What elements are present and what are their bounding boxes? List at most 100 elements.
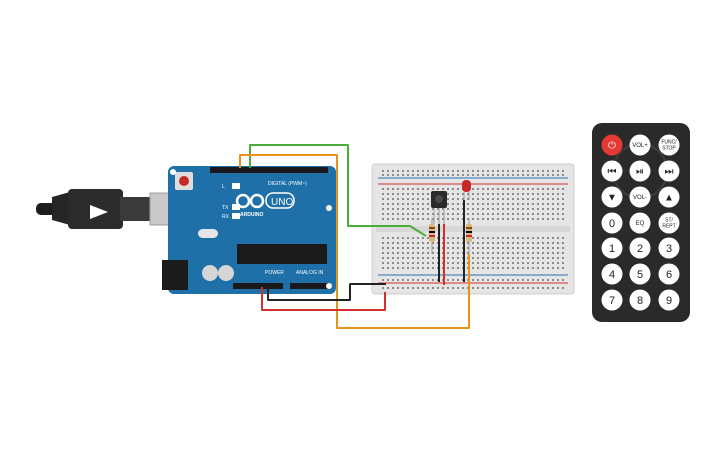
breadboard-hole[interactable] xyxy=(477,193,479,195)
breadboard-hole[interactable] xyxy=(427,267,429,269)
breadboard-hole[interactable] xyxy=(552,237,554,239)
breadboard-hole[interactable] xyxy=(512,174,514,176)
reset-button[interactable] xyxy=(179,176,189,186)
breadboard-hole[interactable] xyxy=(552,174,554,176)
breadboard-hole[interactable] xyxy=(427,247,429,249)
remote-button-func-stop[interactable]: FUNC/STOP xyxy=(658,134,680,156)
breadboard-hole[interactable] xyxy=(527,257,529,259)
breadboard-hole[interactable] xyxy=(542,262,544,264)
breadboard-hole[interactable] xyxy=(432,188,434,190)
breadboard-hole[interactable] xyxy=(552,242,554,244)
breadboard-hole[interactable] xyxy=(452,237,454,239)
breadboard-hole[interactable] xyxy=(457,170,459,172)
breadboard-hole[interactable] xyxy=(542,237,544,239)
breadboard-hole[interactable] xyxy=(457,218,459,220)
breadboard-hole[interactable] xyxy=(412,242,414,244)
breadboard-hole[interactable] xyxy=(502,213,504,215)
breadboard-hole[interactable] xyxy=(562,174,564,176)
breadboard-hole[interactable] xyxy=(427,257,429,259)
breadboard-hole[interactable] xyxy=(547,242,549,244)
breadboard-hole[interactable] xyxy=(442,188,444,190)
breadboard-hole[interactable] xyxy=(482,252,484,254)
breadboard-hole[interactable] xyxy=(457,279,459,281)
breadboard-hole[interactable] xyxy=(437,208,439,210)
breadboard-hole[interactable] xyxy=(402,287,404,289)
breadboard-hole[interactable] xyxy=(427,188,429,190)
breadboard-hole[interactable] xyxy=(482,203,484,205)
breadboard-hole[interactable] xyxy=(547,174,549,176)
breadboard-hole[interactable] xyxy=(457,287,459,289)
breadboard-hole[interactable] xyxy=(442,174,444,176)
breadboard-hole[interactable] xyxy=(437,287,439,289)
breadboard-hole[interactable] xyxy=(402,262,404,264)
breadboard-hole[interactable] xyxy=(482,198,484,200)
breadboard-hole[interactable] xyxy=(532,174,534,176)
breadboard-hole[interactable] xyxy=(557,198,559,200)
breadboard-hole[interactable] xyxy=(497,203,499,205)
breadboard-hole[interactable] xyxy=(472,242,474,244)
breadboard-hole[interactable] xyxy=(402,208,404,210)
remote-button-three[interactable]: 3 xyxy=(658,237,680,259)
breadboard-hole[interactable] xyxy=(502,279,504,281)
breadboard-hole[interactable] xyxy=(382,174,384,176)
breadboard-hole[interactable] xyxy=(442,170,444,172)
breadboard-hole[interactable] xyxy=(427,287,429,289)
breadboard-hole[interactable] xyxy=(477,208,479,210)
breadboard-hole[interactable] xyxy=(562,257,564,259)
breadboard-hole[interactable] xyxy=(537,188,539,190)
breadboard-hole[interactable] xyxy=(547,267,549,269)
breadboard-hole[interactable] xyxy=(512,262,514,264)
breadboard-hole[interactable] xyxy=(457,262,459,264)
breadboard-hole[interactable] xyxy=(527,203,529,205)
breadboard-hole[interactable] xyxy=(447,262,449,264)
breadboard-hole[interactable] xyxy=(457,252,459,254)
breadboard-hole[interactable] xyxy=(472,237,474,239)
breadboard-hole[interactable] xyxy=(477,257,479,259)
breadboard-hole[interactable] xyxy=(497,174,499,176)
breadboard-hole[interactable] xyxy=(422,213,424,215)
breadboard-hole[interactable] xyxy=(547,279,549,281)
breadboard-hole[interactable] xyxy=(532,198,534,200)
breadboard-hole[interactable] xyxy=(522,247,524,249)
breadboard-hole[interactable] xyxy=(407,279,409,281)
breadboard-hole[interactable] xyxy=(517,218,519,220)
breadboard-hole[interactable] xyxy=(527,242,529,244)
remote-button-nine[interactable]: 9 xyxy=(658,289,680,311)
remote-button-vol-up[interactable]: VOL+ xyxy=(629,134,651,156)
breadboard-hole[interactable] xyxy=(497,188,499,190)
breadboard-hole[interactable] xyxy=(482,170,484,172)
breadboard-hole[interactable] xyxy=(552,203,554,205)
breadboard-hole[interactable] xyxy=(422,218,424,220)
breadboard-hole[interactable] xyxy=(387,242,389,244)
breadboard-hole[interactable] xyxy=(412,279,414,281)
remote-button-six[interactable]: 6 xyxy=(658,263,680,285)
breadboard-hole[interactable] xyxy=(552,188,554,190)
remote-button-two[interactable]: 2 xyxy=(629,237,651,259)
breadboard-hole[interactable] xyxy=(527,279,529,281)
breadboard-hole[interactable] xyxy=(557,213,559,215)
breadboard-hole[interactable] xyxy=(457,174,459,176)
breadboard-hole[interactable] xyxy=(552,208,554,210)
digital-header[interactable] xyxy=(210,167,328,173)
breadboard-hole[interactable] xyxy=(407,252,409,254)
breadboard-hole[interactable] xyxy=(542,242,544,244)
breadboard-hole[interactable] xyxy=(382,242,384,244)
remote-button-seven[interactable]: 7 xyxy=(601,289,623,311)
breadboard-hole[interactable] xyxy=(537,170,539,172)
breadboard-hole[interactable] xyxy=(492,287,494,289)
breadboard-hole[interactable] xyxy=(537,279,539,281)
breadboard-hole[interactable] xyxy=(562,203,564,205)
remote-button-up[interactable]: ▲ xyxy=(658,186,680,208)
breadboard-hole[interactable] xyxy=(422,279,424,281)
breadboard-hole[interactable] xyxy=(512,257,514,259)
breadboard-hole[interactable] xyxy=(477,218,479,220)
breadboard-hole[interactable] xyxy=(557,262,559,264)
breadboard-hole[interactable] xyxy=(497,242,499,244)
remote-button-vol-down[interactable]: VOL- xyxy=(629,186,651,208)
breadboard-hole[interactable] xyxy=(542,257,544,259)
breadboard-hole[interactable] xyxy=(502,218,504,220)
breadboard-hole[interactable] xyxy=(492,188,494,190)
breadboard-hole[interactable] xyxy=(472,188,474,190)
breadboard-hole[interactable] xyxy=(522,213,524,215)
